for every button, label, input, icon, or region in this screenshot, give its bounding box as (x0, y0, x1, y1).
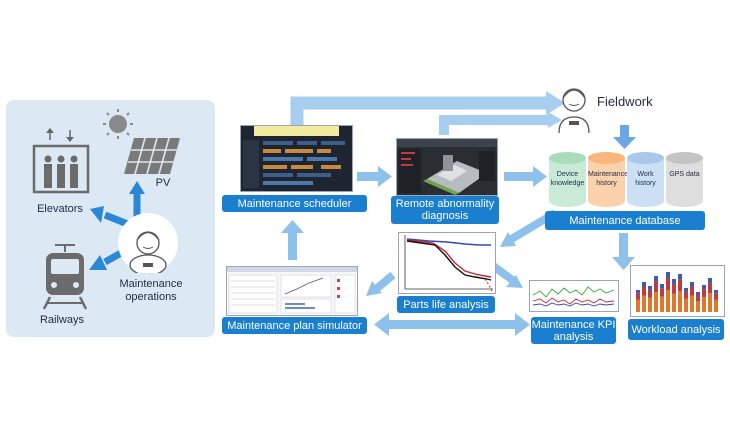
remote-diagnosis-screenshot (396, 138, 498, 196)
database-work-history: Work history (627, 152, 664, 207)
workload-bar (654, 292, 658, 312)
workload-bar (642, 295, 646, 312)
workload-bar (636, 293, 640, 300)
workload-bar (690, 295, 694, 312)
workload-bar (696, 292, 700, 295)
parts-life-analysis-label: Parts life analysis (397, 296, 495, 313)
workload-bar (702, 285, 706, 290)
workload-bar (654, 281, 658, 293)
scheduler-screenshot (240, 125, 353, 192)
workload-bar (648, 297, 652, 312)
workload-bar (660, 296, 664, 312)
workload-bar (690, 286, 694, 296)
workload-bar (636, 299, 640, 312)
workload-bar (678, 291, 682, 312)
workload-bar (678, 274, 682, 280)
workload-bar (708, 293, 712, 312)
workload-bar (672, 293, 676, 312)
workload-bar (714, 299, 718, 312)
train-icon (42, 244, 88, 310)
workload-bar (672, 283, 676, 294)
workload-bar (702, 297, 706, 312)
database-maintenance-history: Maintenance history (588, 152, 628, 207)
maintenance-kpi-analysis-label: Maintenance KPI analysis (531, 317, 616, 344)
workload-bar (684, 291, 688, 299)
workload-bar (684, 288, 688, 292)
workload-bar (702, 289, 706, 298)
kpi-analysis-thumbnail (529, 280, 619, 312)
workload-bar (654, 276, 658, 282)
fieldwork-label: Fieldwork (597, 94, 653, 109)
pv-label: PV (155, 177, 171, 189)
workload-bar (648, 286, 652, 290)
workload-bar (642, 282, 646, 287)
workload-bar (666, 278, 670, 290)
workload-bar (666, 272, 670, 278)
workload-bar (648, 289, 652, 298)
workload-bar (660, 284, 664, 289)
workload-bar (714, 293, 718, 300)
workload-bar (666, 290, 670, 312)
database-gps-data: GPS data (666, 152, 703, 207)
worker-avatar (118, 213, 178, 276)
workload-analysis-thumbnail (630, 265, 725, 317)
workload-bar (678, 279, 682, 292)
workload-bar (642, 286, 646, 296)
workload-bar (708, 283, 712, 294)
workload-bar (660, 288, 664, 297)
elevators-label: Elevators (37, 203, 83, 215)
workload-bar (696, 301, 700, 312)
database-device-knowledge: Device knowledge (549, 152, 586, 207)
workload-analysis-label: Workload analysis (628, 319, 724, 340)
railways-label: Railways (39, 314, 84, 326)
workload-bar (636, 290, 640, 294)
workload-bar (708, 278, 712, 284)
plan-simulator-screenshot (226, 266, 358, 316)
remote-abnormality-diagnosis-label: Remote abnormality diagnosis (391, 196, 499, 224)
workload-bar (684, 298, 688, 312)
workload-bar (690, 282, 694, 287)
workload-bar (714, 290, 718, 294)
maintenance-operations-label: Maintenance operations (119, 278, 183, 303)
workload-bar (672, 279, 676, 284)
fieldwork-worker-icon (554, 83, 594, 135)
maintenance-plan-simulator-label: Maintenance plan simulator (222, 317, 367, 334)
solar-panel-icon (103, 109, 180, 175)
elevator-icon (32, 128, 90, 194)
maintenance-scheduler-label: Maintenance scheduler (222, 195, 367, 212)
parts-life-thumbnail (398, 232, 496, 294)
workload-bar (696, 295, 700, 301)
maintenance-database-label: Maintenance database (545, 211, 705, 230)
